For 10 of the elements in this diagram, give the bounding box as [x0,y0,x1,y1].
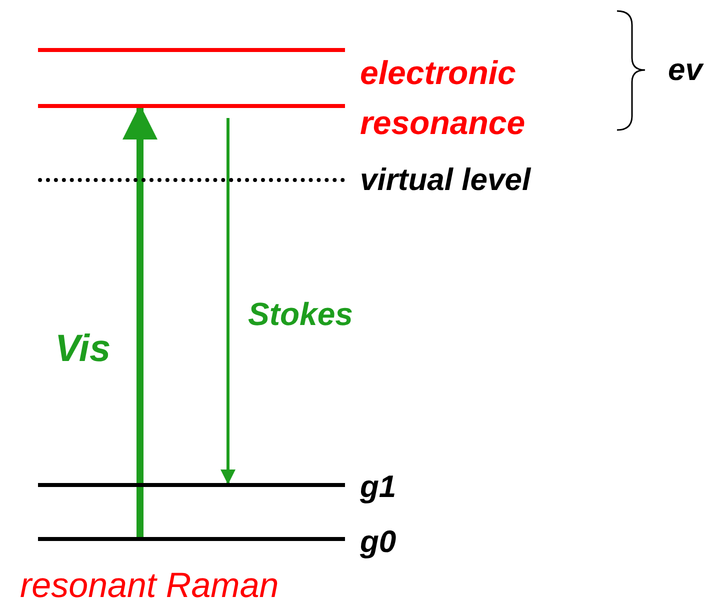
level-label: g1 [360,469,396,505]
edge-label: Stokes [248,296,353,333]
level-label: electronic resonance [360,53,526,142]
arrow [220,118,236,484]
energy-label: ev [668,52,702,88]
diagram-caption: resonant Raman [20,566,279,606]
level-label: g0 [360,524,396,560]
level-label: virtual level [360,162,531,198]
dotted-level-line [38,178,345,182]
edge-label: Vis [55,328,111,371]
